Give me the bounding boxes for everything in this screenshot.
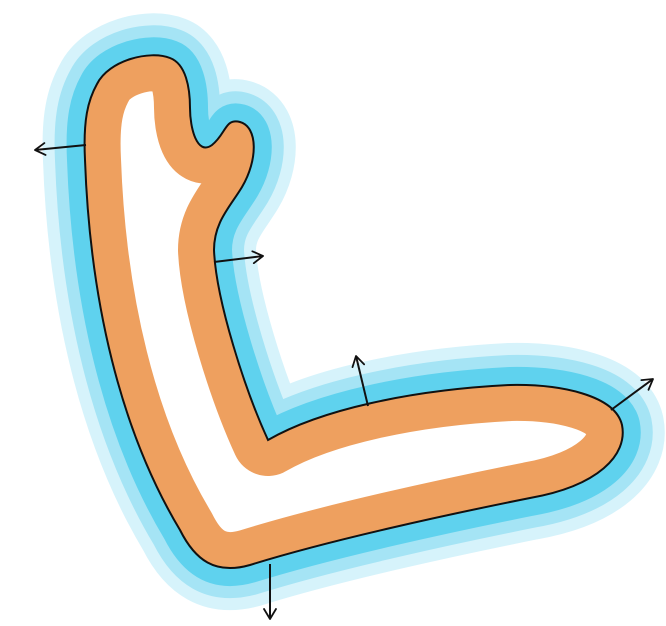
shape-fill-layers [85,55,623,568]
shape-fill-clip-group [85,55,623,568]
